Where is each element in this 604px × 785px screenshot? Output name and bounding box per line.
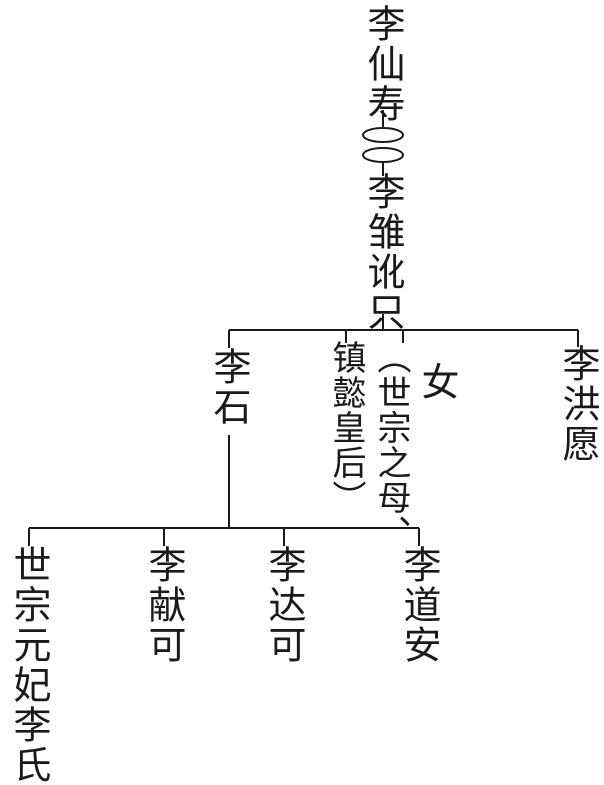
node-daughter-title: 镇懿皇后） (326, 340, 366, 515)
node-daughter: 女 (415, 362, 459, 402)
node-li-shi: 李石 (207, 347, 251, 427)
node-li-xianke: 李献可 (142, 545, 186, 665)
double-ring-icon (362, 127, 404, 163)
marriage-ring-top (362, 127, 404, 143)
node-li-daoan: 李道安 (397, 545, 441, 665)
node-li-xianshou: 李仙寿 (361, 4, 405, 124)
node-daughter-note: （世宗之母、 (371, 340, 411, 550)
node-li-hongyuan: 李洪愿 (556, 344, 600, 464)
node-li-chuezhi: 李雏讹只 (361, 172, 405, 332)
node-consort-li: 世宗元妃李氏 (7, 545, 51, 785)
marriage-ring-bottom (362, 147, 404, 163)
genealogy-connector-lines (28, 110, 579, 546)
node-li-dake: 李达可 (262, 545, 306, 665)
